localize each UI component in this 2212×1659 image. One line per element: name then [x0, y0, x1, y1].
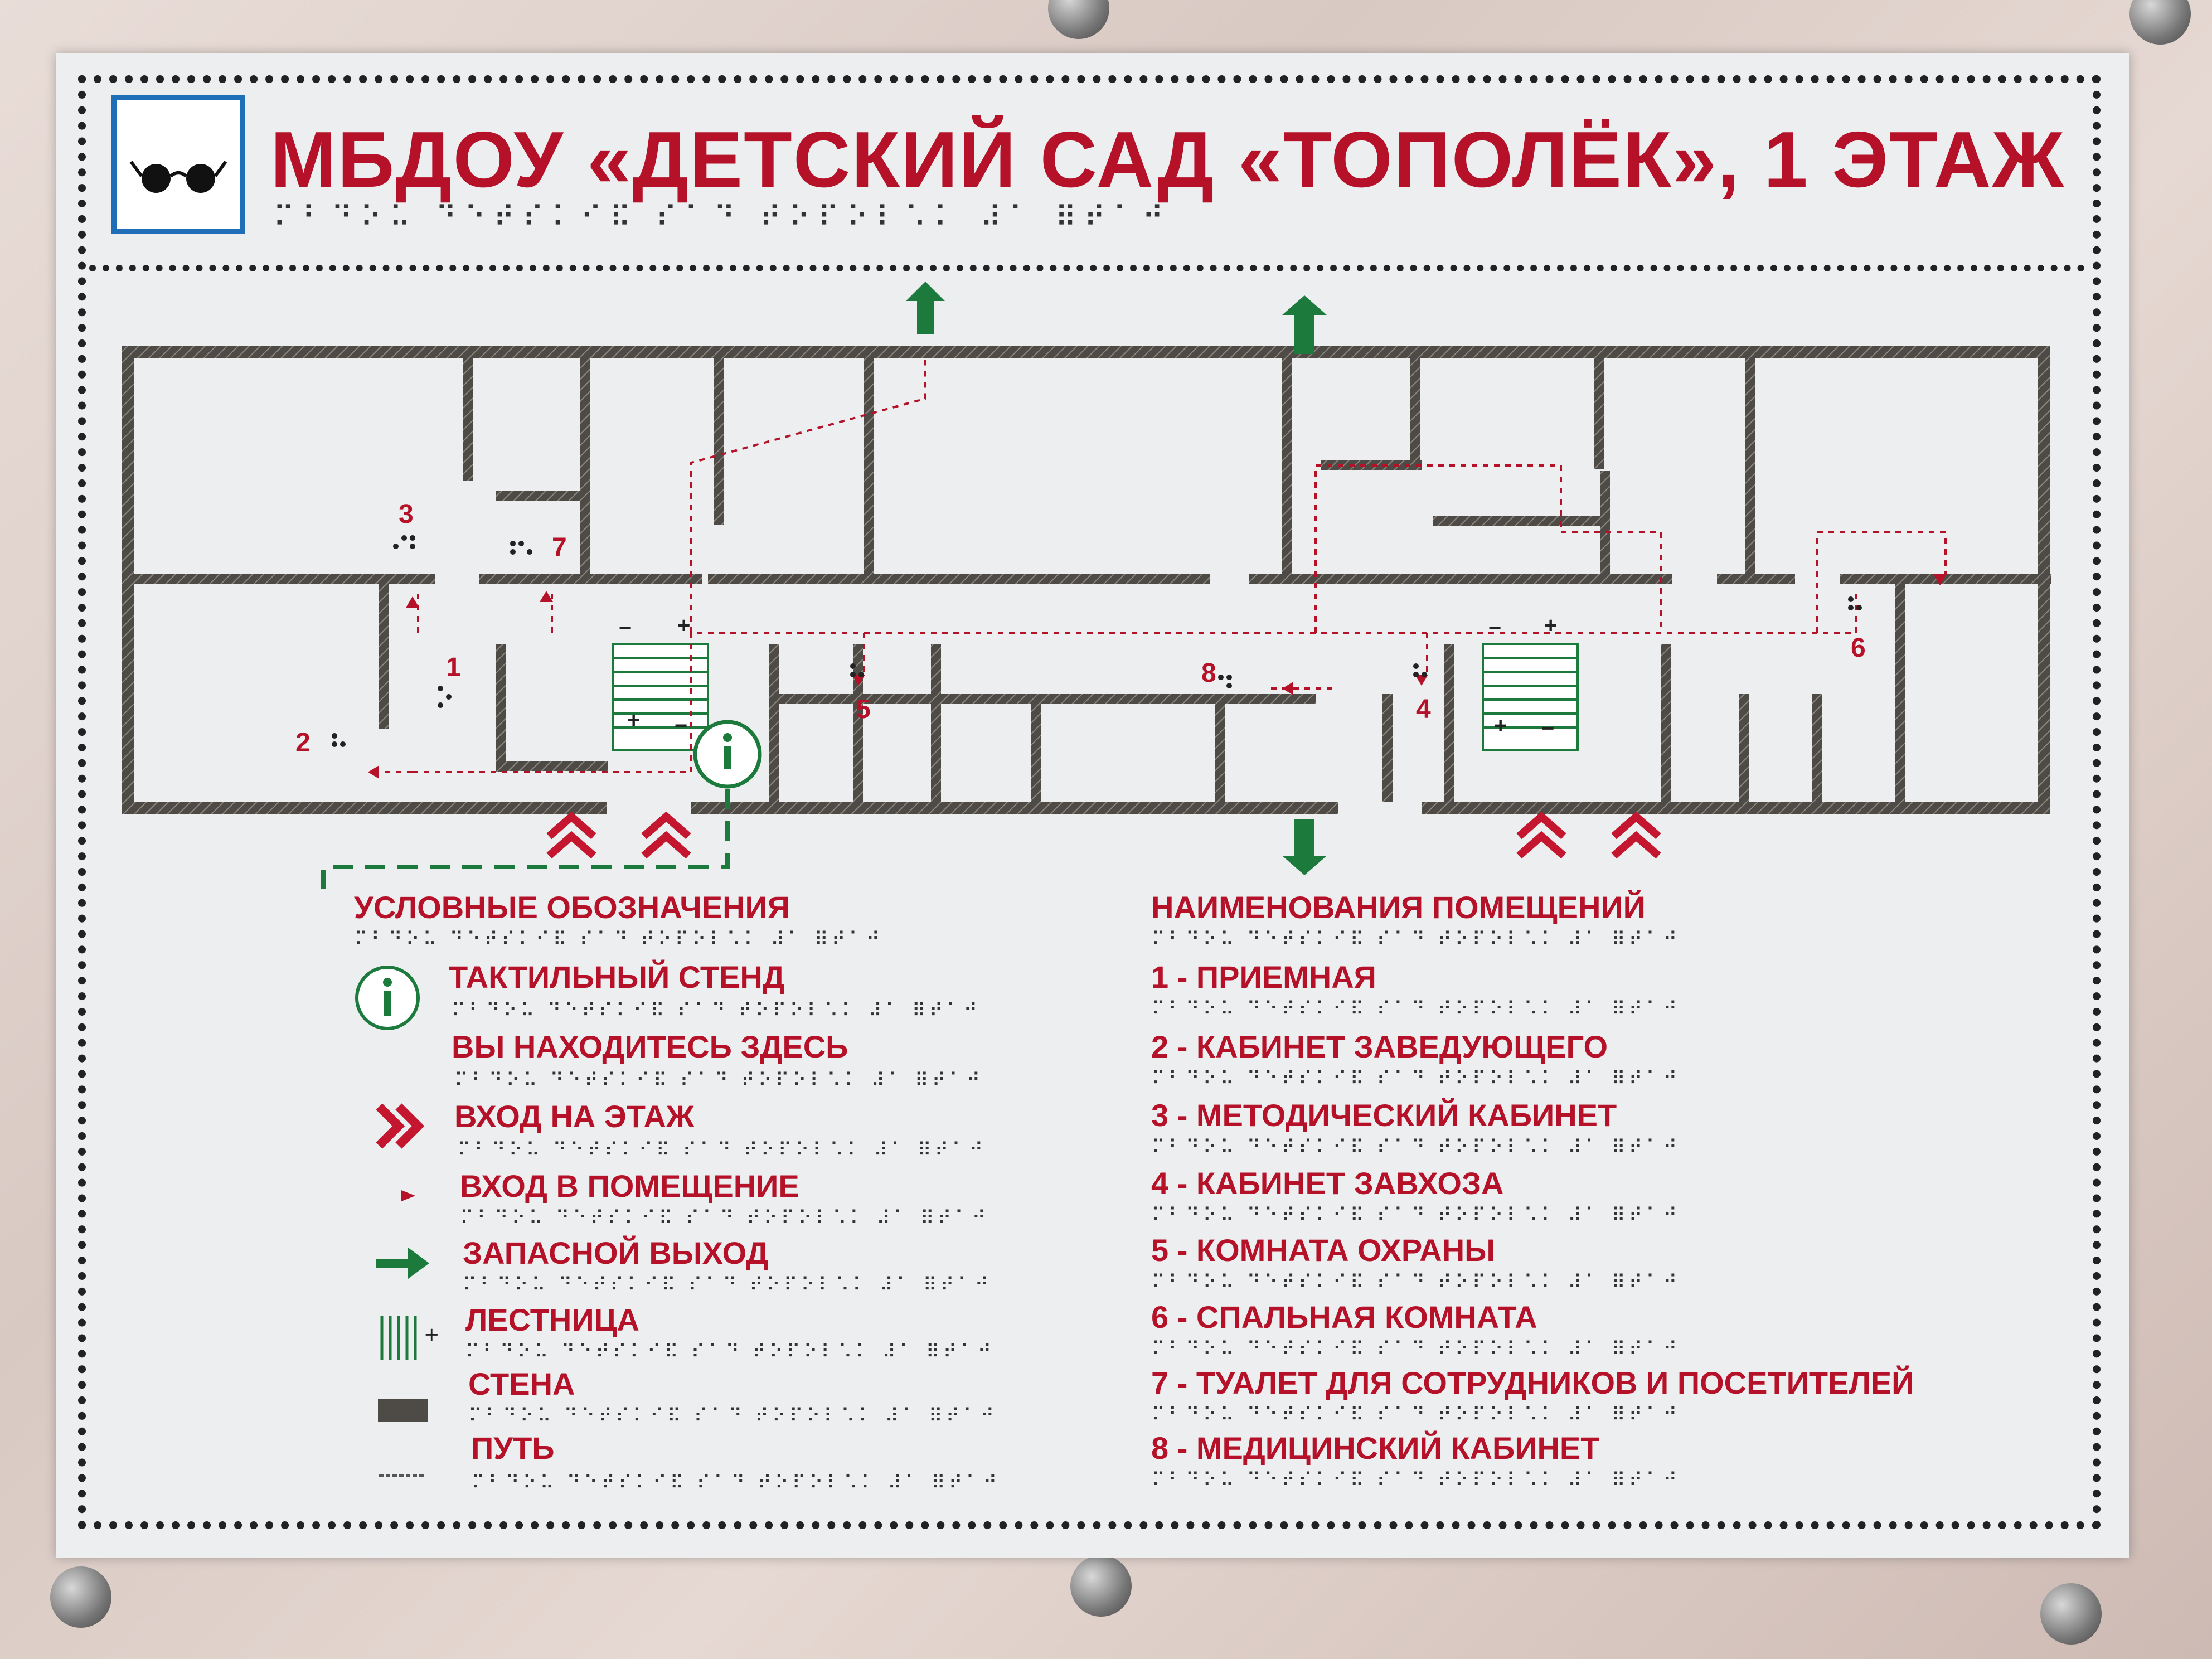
braille-line: ⠍⠃⠙⠕⠥ ⠙⠑⠞⠎⠅⠊⠯ ⠎⠁⠙ ⠞⠕⠏⠕⠇⠡⠅ ⠼⠁ ⠿⠞⠁⠚ — [1151, 998, 1681, 1020]
legend-heading: УСЛОВНЫЕ ОБОЗНАЧЕНИЯ — [354, 890, 790, 925]
braille-line: ⠍⠃⠙⠕⠥ ⠙⠑⠞⠎⠅⠊⠯ ⠎⠁⠙ ⠞⠕⠏⠕⠇⠡⠅ ⠼⠁ ⠿⠞⠁⠚ — [454, 1069, 984, 1092]
braille-line: ⠍⠃⠙⠕⠥ ⠙⠑⠞⠎⠅⠊⠯ ⠎⠁⠙ ⠞⠕⠏⠕⠇⠡⠅ ⠼⠁ ⠿⠞⠁⠚ — [1151, 1338, 1681, 1360]
room-item-2: 2 - КАБИНЕТ ЗАВЕДУЮЩЕГО — [1151, 1029, 1608, 1064]
braille-title: ⠍⠃⠙⠕⠥ ⠙⠑⠞⠎⠅⠊⠯ ⠎⠁⠙ ⠞⠕⠏⠕⠇⠡⠅ ⠼⠁ ⠿⠞⠁⠚ — [273, 201, 1172, 234]
braille-line: ⠍⠃⠙⠕⠥ ⠙⠑⠞⠎⠅⠊⠯ ⠎⠁⠙ ⠞⠕⠏⠕⠇⠡⠅ ⠼⠁ ⠿⠞⠁⠚ — [463, 1274, 992, 1296]
room-item-8: 8 - МЕДИЦИНСКИЙ КАБИНЕТ — [1151, 1430, 1600, 1466]
wall-swatch-icon — [378, 1399, 428, 1422]
floor-entry-chevrons — [546, 811, 1661, 859]
stair-sign: − — [1488, 616, 1502, 641]
staircase-left — [612, 643, 709, 751]
plan-label-5: 5 — [856, 695, 871, 724]
page-title: МБДОУ «ДЕТСКИЙ САД «ТОПОЛЁК», 1 ЭТАЖ — [270, 115, 2065, 204]
room-item-6: 6 - СПАЛЬНАЯ КОМНАТА — [1151, 1299, 1537, 1335]
plan-label-8: 8 — [1201, 658, 1216, 688]
braille-line: ⠍⠃⠙⠕⠥ ⠙⠑⠞⠎⠅⠊⠯ ⠎⠁⠙ ⠞⠕⠏⠕⠇⠡⠅ ⠼⠁ ⠿⠞⠁⠚ — [457, 1139, 987, 1161]
braille-line: ⠍⠃⠙⠕⠥ ⠙⠑⠞⠎⠅⠊⠯ ⠎⠁⠙ ⠞⠕⠏⠕⠇⠡⠅ ⠼⠁ ⠿⠞⠁⠚ — [1151, 1469, 1681, 1491]
room-entry-icon — [401, 1190, 415, 1201]
legend-item-room-entry: ВХОД В ПОМЕЩЕНИЕ — [460, 1168, 799, 1204]
room-item-5: 5 - КОМНАТА ОХРАНЫ — [1151, 1233, 1495, 1268]
plan-label-4: 4 — [1416, 695, 1431, 724]
braille-line: ⠍⠃⠙⠕⠥ ⠙⠑⠞⠎⠅⠊⠯ ⠎⠁⠙ ⠞⠕⠏⠕⠇⠡⠅ ⠼⠁ ⠿⠞⠁⠚ — [1151, 1404, 1681, 1426]
path-swatch-icon — [379, 1474, 424, 1477]
braille-line: ⠍⠃⠙⠕⠥ ⠙⠑⠞⠎⠅⠊⠯ ⠎⠁⠙ ⠞⠕⠏⠕⠇⠡⠅ ⠼⠁ ⠿⠞⠁⠚ — [1151, 1136, 1681, 1158]
you-are-here-outline — [321, 789, 730, 889]
floor-entry-icon — [376, 1103, 425, 1149]
glasses-icon — [111, 95, 245, 234]
mount-bolt — [1070, 1555, 1132, 1617]
legend-item-wall: СТЕНА — [468, 1366, 575, 1401]
braille-line: ⠍⠃⠙⠕⠥ ⠙⠑⠞⠎⠅⠊⠯ ⠎⠁⠙ ⠞⠕⠏⠕⠇⠡⠅ ⠼⠁ ⠿⠞⠁⠚ — [471, 1472, 1001, 1494]
plan-label-2: 2 — [295, 728, 311, 758]
stair-sign: − — [1541, 716, 1555, 741]
floor-plan-map — [122, 282, 2051, 889]
braille-line: ⠍⠃⠙⠕⠥ ⠙⠑⠞⠎⠅⠊⠯ ⠎⠁⠙ ⠞⠕⠏⠕⠇⠡⠅ ⠼⠁ ⠿⠞⠁⠚ — [1151, 1204, 1681, 1226]
legend-item-emergency-exit: ЗАПАСНОЙ ВЫХОД — [463, 1235, 769, 1270]
rooms-heading: НАИМЕНОВАНИЯ ПОМЕЩЕНИЙ — [1151, 890, 1646, 925]
braille-line: ⠍⠃⠙⠕⠥ ⠙⠑⠞⠎⠅⠊⠯ ⠎⠁⠙ ⠞⠕⠏⠕⠇⠡⠅ ⠼⠁ ⠿⠞⠁⠚ — [1151, 1271, 1681, 1293]
floor-plan-sign: МБДОУ «ДЕТСКИЙ САД «ТОПОЛЁК», 1 ЭТАЖ ⠍⠃⠙… — [56, 53, 2129, 1558]
route-path — [368, 358, 1947, 773]
mount-bolt — [1048, 0, 1109, 39]
legend-item-tactile-stand: ТАКТИЛЬНЫЙ СТЕНД — [449, 959, 785, 995]
emergency-exit-icon — [376, 1248, 429, 1279]
staircase-right — [1482, 643, 1579, 751]
room-item-4: 4 - КАБИНЕТ ЗАВХОЗА — [1151, 1166, 1504, 1201]
stair-sign: − — [619, 616, 632, 641]
braille-line: ⠍⠃⠙⠕⠥ ⠙⠑⠞⠎⠅⠊⠯ ⠎⠁⠙ ⠞⠕⠏⠕⠇⠡⠅ ⠼⠁ ⠿⠞⠁⠚ — [460, 1207, 989, 1229]
svg-text:+: + — [424, 1323, 440, 1346]
legend-item-path: ПУТЬ — [471, 1430, 555, 1466]
plan-label-6: 6 — [1851, 633, 1866, 663]
plan-braille-markers — [332, 535, 1862, 747]
plan-label-1: 1 — [446, 653, 461, 682]
header-dotted-divider — [89, 265, 2085, 271]
braille-line: ⠍⠃⠙⠕⠥ ⠙⠑⠞⠎⠅⠊⠯ ⠎⠁⠙ ⠞⠕⠏⠕⠇⠡⠅ ⠼⠁ ⠿⠞⠁⠚ — [1151, 928, 1681, 950]
room-item-1: 1 - ПРИЕМНАЯ — [1151, 959, 1376, 995]
staircase-icon: + — [380, 1316, 440, 1360]
stair-sign: + — [627, 708, 641, 733]
walls — [122, 346, 2051, 814]
braille-line: ⠍⠃⠙⠕⠥ ⠙⠑⠞⠎⠅⠊⠯ ⠎⠁⠙ ⠞⠕⠏⠕⠇⠡⠅ ⠼⠁ ⠿⠞⠁⠚ — [354, 928, 884, 950]
braille-line: ⠍⠃⠙⠕⠥ ⠙⠑⠞⠎⠅⠊⠯ ⠎⠁⠙ ⠞⠕⠏⠕⠇⠡⠅ ⠼⠁ ⠿⠞⠁⠚ — [452, 1000, 981, 1022]
room-entry-arrows — [368, 574, 1947, 779]
legend-item-floor-entry: ВХОД НА ЭТАЖ — [454, 1099, 695, 1134]
room-item-7: 7 - ТУАЛЕТ ДЛЯ СОТРУДНИКОВ И ПОСЕТИТЕЛЕЙ — [1151, 1365, 1914, 1400]
info-icon — [693, 720, 762, 789]
stair-sign: + — [1494, 714, 1507, 738]
room-item-3: 3 - МЕТОДИЧЕСКИЙ КАБИНЕТ — [1151, 1098, 1617, 1133]
mount-bolt — [50, 1566, 111, 1628]
stair-sign: + — [677, 613, 691, 638]
sign-dotted-border — [78, 75, 2101, 1529]
mount-bolt — [2040, 1583, 2102, 1645]
plan-label-3: 3 — [399, 499, 414, 529]
plan-label-7: 7 — [552, 533, 567, 562]
braille-line: ⠍⠃⠙⠕⠥ ⠙⠑⠞⠎⠅⠊⠯ ⠎⠁⠙ ⠞⠕⠏⠕⠇⠡⠅ ⠼⠁ ⠿⠞⠁⠚ — [468, 1405, 998, 1427]
stair-sign: − — [675, 714, 688, 738]
info-icon — [355, 966, 420, 1030]
braille-line: ⠍⠃⠙⠕⠥ ⠙⠑⠞⠎⠅⠊⠯ ⠎⠁⠙ ⠞⠕⠏⠕⠇⠡⠅ ⠼⠁ ⠿⠞⠁⠚ — [465, 1341, 995, 1363]
emergency-exit-arrows — [906, 282, 1327, 875]
mount-bolt — [2129, 0, 2191, 45]
braille-line: ⠍⠃⠙⠕⠥ ⠙⠑⠞⠎⠅⠊⠯ ⠎⠁⠙ ⠞⠕⠏⠕⠇⠡⠅ ⠼⠁ ⠿⠞⠁⠚ — [1151, 1068, 1681, 1090]
stair-sign: + — [1544, 613, 1558, 638]
legend-item-staircase: ЛЕСТНИЦА — [465, 1302, 639, 1337]
legend-item-you-are-here: ВЫ НАХОДИТЕСЬ ЗДЕСЬ — [452, 1029, 848, 1064]
